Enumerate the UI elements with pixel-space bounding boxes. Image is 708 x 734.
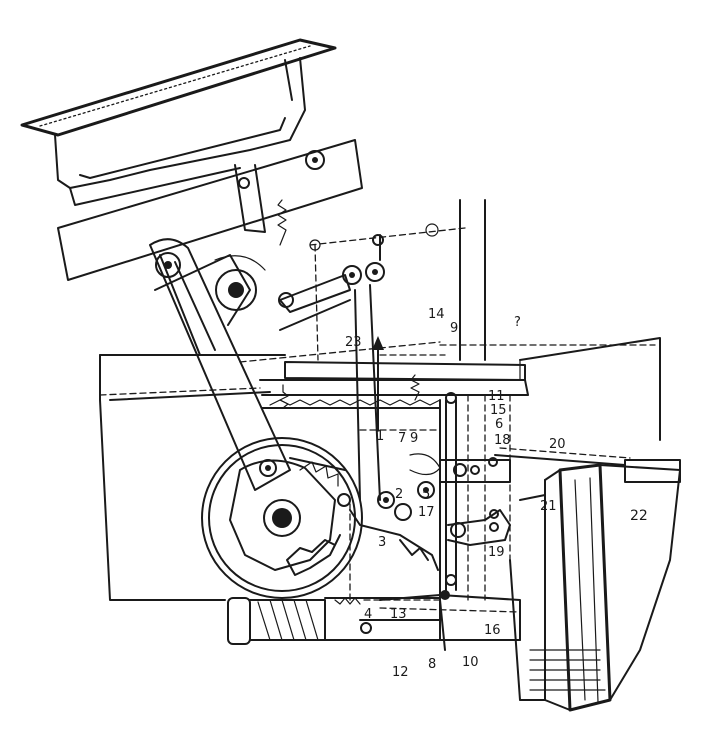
label-13: 13 [390,607,407,622]
guide-rods [459,199,486,361]
label-11: 11 [488,389,505,404]
label-question: ? [514,315,521,330]
label-16: 16 [484,623,501,638]
top-platen [20,38,337,206]
label-1: 1 [376,429,384,444]
label-18: 18 [494,433,511,448]
label-23: 23 [345,335,362,350]
center-mechanism [349,399,441,601]
label-14: 14 [428,307,445,322]
bottom-base [379,590,521,651]
label-15: 15 [490,403,507,418]
part-labels: 1 2 3 4 5 6 7 9 8 9 10 11 12 13 14 15 16… [345,307,648,680]
label-6: 6 [495,417,503,432]
label-17: 17 [418,505,435,520]
slide-bar [239,336,529,431]
label-8: 8 [428,657,436,672]
label-5: 5 [422,487,430,502]
label-12: 12 [392,665,409,680]
platen-roller [499,459,681,712]
right-levers [439,392,631,601]
cam-wheel [201,437,363,599]
worm-gear [227,597,441,645]
label-2: 2 [395,487,403,502]
label-7: 7 [398,431,406,446]
upper-lever-bar [57,139,363,281]
label-22: 22 [630,508,648,524]
label-9-center: 9 [410,431,418,446]
label-21: 21 [540,499,557,514]
label-9: 9 [450,321,458,336]
swing-arm [149,238,291,491]
label-3: 3 [378,535,386,550]
label-20: 20 [549,437,566,452]
label-10: 10 [462,655,479,670]
label-19: 19 [488,545,505,560]
label-4: 4 [364,607,372,622]
main-frame [99,337,661,601]
